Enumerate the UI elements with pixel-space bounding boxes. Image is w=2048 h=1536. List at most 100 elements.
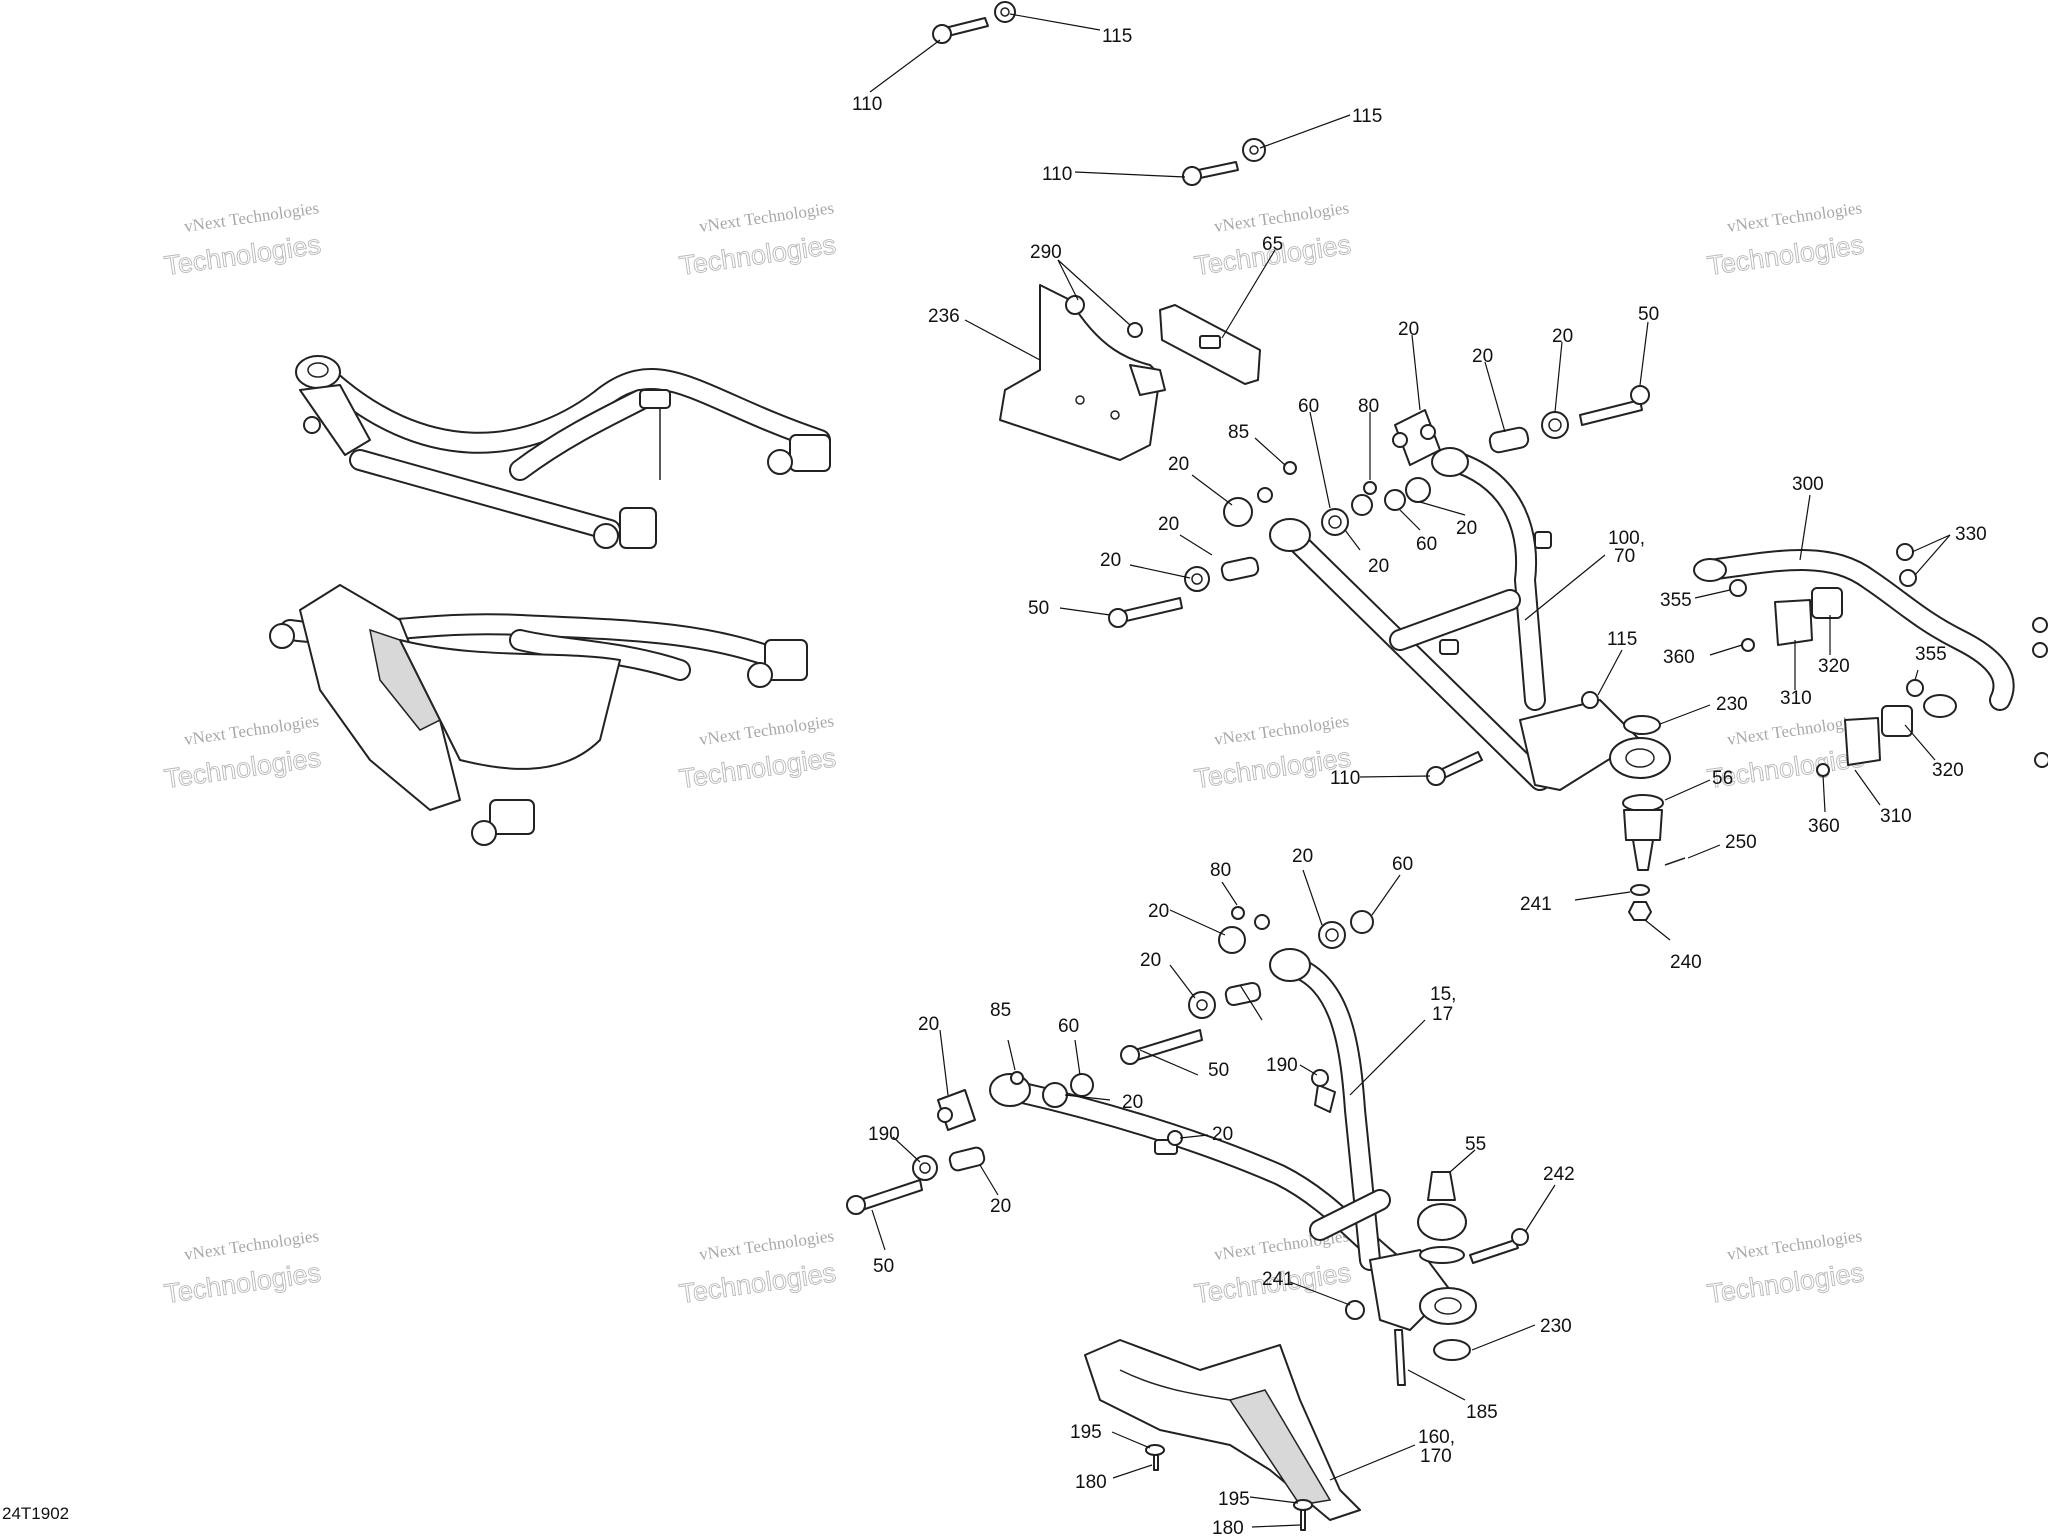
bushing-60-lower-a — [1350, 910, 1374, 934]
callout-label: 17 — [1432, 1004, 1453, 1025]
callout-label: 85 — [1228, 422, 1249, 443]
fitting-80-lower — [1231, 906, 1245, 920]
guard-160 — [1084, 1339, 1361, 1521]
bracket-310-b — [1844, 717, 1881, 766]
callout-label: 241 — [1262, 1269, 1294, 1290]
callout-label: 60 — [1058, 1016, 1079, 1037]
bolt-330-a — [1896, 543, 1914, 561]
bolt-50-left — [1108, 597, 1183, 628]
callout-label: 20 — [1398, 319, 1419, 340]
callout-label: 195 — [1218, 1489, 1250, 1510]
ball-joint-55 — [1417, 1171, 1467, 1264]
callout-label: 65 — [1262, 234, 1283, 255]
bolt-110-top — [932, 17, 989, 44]
callout-label: 20 — [1472, 346, 1493, 367]
callout-label: 80 — [1210, 860, 1231, 881]
nut-240 — [1628, 901, 1652, 921]
bushing-20-g — [1184, 566, 1210, 592]
callout-label: 20 — [1552, 326, 1573, 347]
spacer-20-lower-d — [1224, 981, 1262, 1007]
callout-label: 115 — [1102, 26, 1132, 47]
edge-part-cutoff — [2032, 617, 2048, 768]
bushing-20-a — [1392, 409, 1441, 466]
watermark-outline-text: Technologies — [162, 229, 322, 281]
callout-label: 50 — [1028, 598, 1049, 619]
bushing-60-lower-b — [1070, 1073, 1094, 1097]
nut-355-a — [1729, 579, 1747, 597]
grease-fitting-85 — [1283, 461, 1297, 475]
spacer-20-lower-h — [948, 1146, 986, 1172]
bushing-60-a — [1321, 508, 1349, 536]
callout-label: 330 — [1955, 524, 1987, 545]
callout-label: 320 — [1932, 760, 1964, 781]
washer-115-mid — [1581, 691, 1599, 709]
fitting-80 — [1363, 481, 1377, 495]
rivet-180-b — [1293, 1499, 1313, 1511]
bushing-20-c — [1541, 411, 1569, 439]
watermark-text: vNext Technologies — [183, 1226, 320, 1264]
bolt-242 — [1469, 1228, 1529, 1264]
callout-label: 115 — [1352, 106, 1382, 127]
callout-label: 242 — [1543, 1164, 1575, 1185]
callout-label: 360 — [1808, 816, 1840, 837]
callout-label: 60 — [1392, 854, 1413, 875]
bolt-330-b — [1899, 569, 1917, 587]
watermark-text: vNext Technologies — [1213, 198, 1350, 236]
callout-label: 20 — [1158, 514, 1179, 535]
bushing-20-lower-a — [1218, 914, 1270, 954]
watermark-text: vNext Technologies — [1726, 711, 1863, 749]
callout-label: 250 — [1725, 832, 1757, 853]
rivet-180-a — [1145, 1444, 1165, 1456]
washer-195-a — [1153, 1454, 1159, 1471]
washer-20-d — [1223, 487, 1273, 527]
washer-195-b — [1300, 1509, 1306, 1531]
bushing-20-lower-g — [912, 1155, 938, 1181]
watermark-text: vNext Technologies — [183, 711, 320, 749]
callout-label: 50 — [1208, 1060, 1229, 1081]
callout-label: 185 — [1466, 1402, 1498, 1423]
callout-label: 230 — [1716, 694, 1748, 715]
callout-label: 110 — [852, 94, 882, 115]
circlip-230-lower — [1433, 1339, 1471, 1361]
callout-label: 190 — [1266, 1055, 1298, 1076]
callout-label: 360 — [1663, 647, 1695, 668]
callout-label: 60 — [1298, 396, 1319, 417]
callout-label: 110 — [1042, 164, 1072, 185]
watermark-outline-text: Technologies — [1192, 742, 1352, 794]
cotter-pin-250 — [1664, 857, 1686, 866]
nut-190-a — [1311, 1069, 1329, 1087]
callout-label: 355 — [1915, 644, 1947, 665]
bushing-20-f — [1405, 477, 1431, 503]
bushing-20-lower-e — [937, 1089, 976, 1131]
washer-241-upper — [1630, 884, 1650, 896]
fitting-85-lower — [1010, 1071, 1024, 1085]
callout-label: 70 — [1614, 546, 1635, 567]
plate-65 — [1159, 304, 1261, 385]
callout-label: 180 — [1212, 1518, 1244, 1536]
watermark-text: vNext Technologies — [698, 711, 835, 749]
bolt-360-b — [1816, 763, 1830, 777]
callout-label: 60 — [1416, 534, 1437, 555]
nut-241-lower — [1345, 1300, 1365, 1320]
watermark-outline-text: Technologies — [677, 229, 837, 281]
callout-label: 160, — [1418, 1427, 1455, 1448]
callout-label: 55 — [1465, 1134, 1486, 1155]
callout-label: 20 — [1368, 556, 1389, 577]
callout-label: 230 — [1540, 1316, 1572, 1337]
callout-label: 80 — [1358, 396, 1379, 417]
watermark-outline-text: Technologies — [677, 1257, 837, 1309]
callout-label: 50 — [873, 1256, 894, 1277]
callout-label: 20 — [1168, 454, 1189, 475]
spacer-20-b — [1488, 426, 1530, 454]
callout-label: 110 — [1330, 768, 1360, 789]
watermark-outline-text: Technologies — [1705, 1257, 1865, 1309]
callout-label: 20 — [1212, 1124, 1233, 1145]
bolt-50-upper — [1579, 385, 1650, 426]
watermark-text: vNext Technologies — [1213, 711, 1350, 749]
